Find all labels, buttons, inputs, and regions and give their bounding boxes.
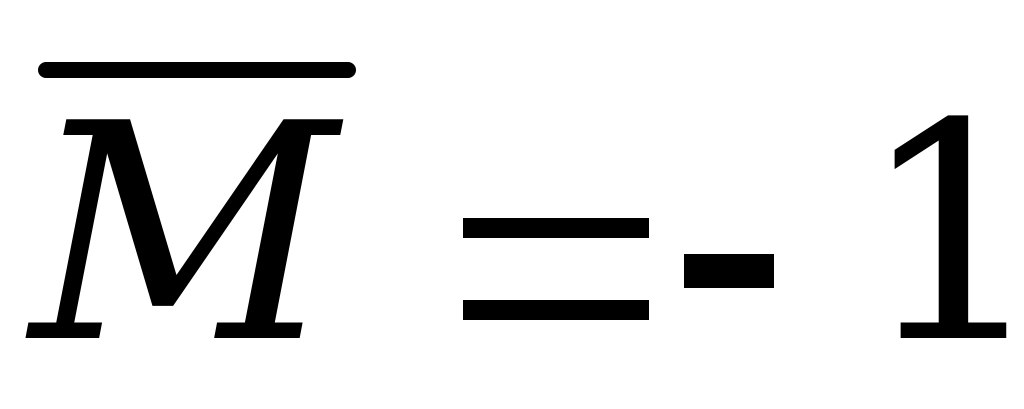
variable-m: M [30, 60, 338, 409]
equals-sign [463, 218, 649, 320]
overline-bar [38, 62, 356, 78]
equals-bar-bottom [463, 300, 649, 320]
equals-bar-top [463, 218, 649, 238]
minus-sign [684, 254, 774, 288]
value-one: 1 [858, 60, 1024, 409]
